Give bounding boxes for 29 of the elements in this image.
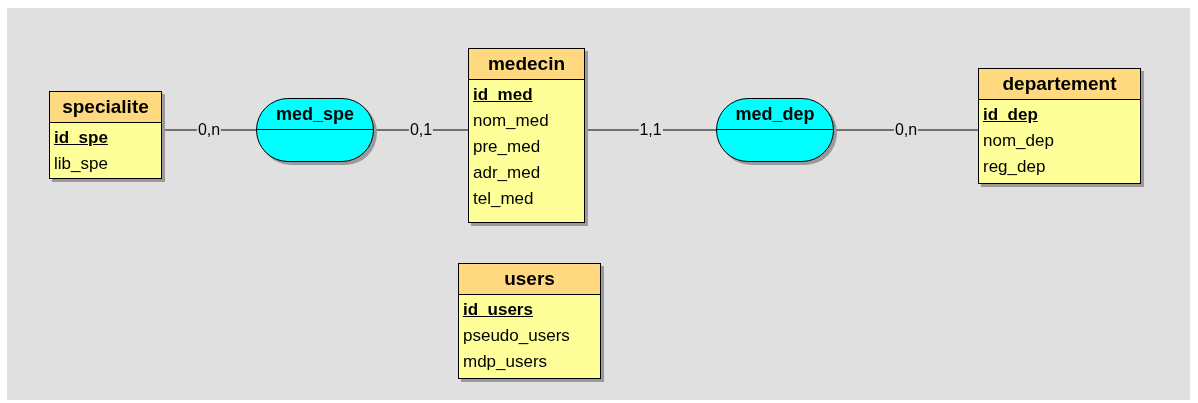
entity-table: [458, 263, 601, 379]
association-name: med_dep: [735, 102, 815, 126]
attribute-name: reg_dep: [983, 156, 1046, 178]
attribute-name: nom_dep: [983, 130, 1054, 152]
attribute-name: mdp_users: [463, 351, 548, 373]
cardinality-label: 0,n: [893, 121, 919, 139]
attribute-name: tel_med: [473, 188, 534, 210]
entity-table: [978, 68, 1141, 184]
association-pill: [256, 98, 374, 162]
primary-key: id_users: [463, 297, 533, 323]
attribute-name: pseudo_users: [463, 325, 570, 347]
entity-name: users: [504, 268, 555, 290]
cardinality-label: 0,n: [196, 121, 222, 139]
attribute-name: adr_med: [473, 162, 541, 184]
entity-name: medecin: [487, 53, 566, 75]
cardinality-label: 1,1: [638, 121, 663, 139]
entity-name: departement: [1002, 73, 1117, 95]
association-name: med_spe: [275, 102, 354, 126]
attribute-name: pre_med: [473, 136, 541, 158]
primary-key: id_med: [473, 82, 533, 108]
entity-table: [468, 48, 585, 223]
cardinality-label: 0,1: [408, 121, 434, 139]
association-pill: [716, 98, 834, 162]
primary-key: id_dep: [983, 102, 1038, 128]
entity-table: [49, 91, 162, 179]
attribute-name: nom_med: [473, 110, 549, 132]
entity-name: specialite: [62, 96, 149, 118]
primary-key: id_spe: [54, 125, 108, 151]
attribute-name: lib_spe: [54, 153, 108, 175]
